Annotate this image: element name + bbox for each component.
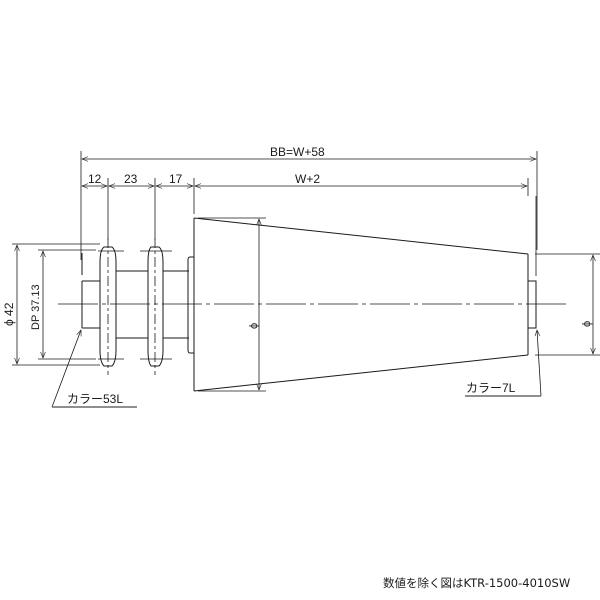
hub-between-sprockets — [116, 270, 148, 339]
segment-23-label: 23 — [124, 172, 138, 186]
collar-right-label: カラー7L — [466, 381, 516, 395]
drawing-caption: 数値を除く図はKTR-1500-4010SW — [383, 576, 571, 590]
segment-12-label: 12 — [88, 172, 102, 186]
large-diameter-dimension: ϕ — [198, 217, 266, 392]
segment-dimensions: 12 23 17 — [81, 172, 195, 240]
sprocket-outer-diameter-label: ϕ 42 — [2, 302, 16, 326]
sprocket-pitch-diameter: DP 37.13 — [30, 249, 96, 360]
segment-17-label: 17 — [169, 172, 183, 186]
small-diameter-dimension: ϕ — [535, 253, 600, 356]
sprocket-pitch-diameter-label: DP 37.13 — [30, 284, 42, 330]
leader-collar-right: カラー7L — [465, 329, 542, 397]
sprocket-1 — [98, 238, 124, 375]
sprocket-2 — [140, 238, 172, 375]
collar-left-label: カラー53L — [67, 392, 123, 406]
leader-collar-left: カラー53L — [51, 329, 137, 408]
small-diameter-label: ϕ — [581, 321, 593, 327]
hub-after-sprocket — [163, 256, 194, 354]
sprocket-outer-diameter: ϕ 42 — [2, 243, 100, 366]
taper-length-dimension: W+2 — [194, 172, 529, 196]
overall-dimension: BB=W+58 — [80, 145, 538, 260]
right-collar — [528, 196, 537, 329]
taper-length-label: W+2 — [295, 172, 320, 186]
left-collar — [81, 253, 100, 329]
large-diameter-label: ϕ — [248, 323, 260, 329]
overall-dimension-label: BB=W+58 — [270, 145, 325, 159]
tapered-roller — [193, 217, 529, 392]
